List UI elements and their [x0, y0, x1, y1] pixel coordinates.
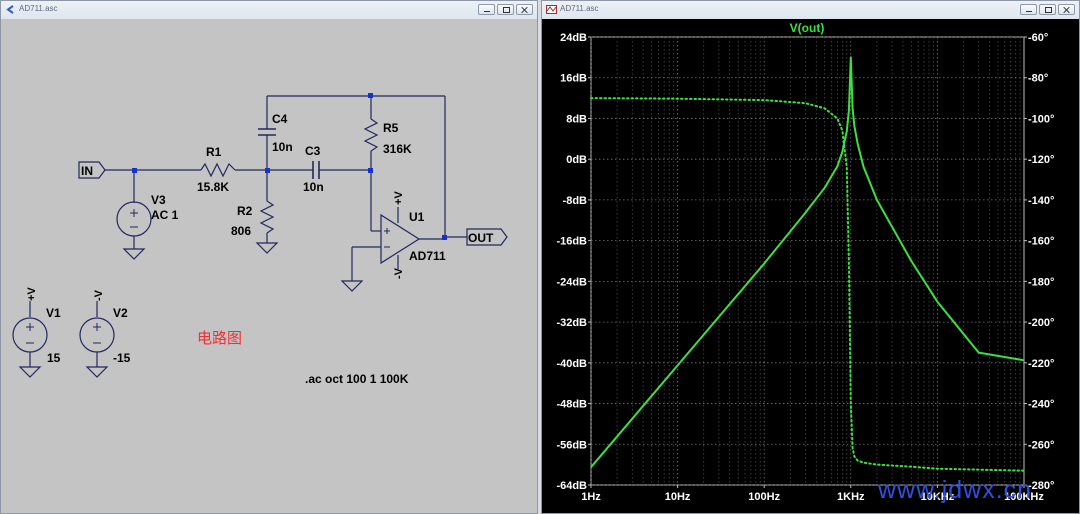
schematic-canvas[interactable]: IN OUT R1 15.8K R2 806 R5 316K C4 10n C3…: [1, 19, 538, 514]
c4-name: C4: [272, 112, 288, 126]
y-tick-label-left: 0dB: [566, 154, 587, 166]
minimize-button[interactable]: [478, 4, 495, 15]
circuit-caption: 电路图: [197, 329, 242, 347]
u1-model: AD711: [409, 249, 446, 263]
ground-icon: [18, 366, 42, 378]
magnitude-series-line: [590, 56, 1025, 468]
ground-icon: [340, 280, 364, 292]
v3-name: V3: [151, 193, 166, 207]
y-tick-label-right: -240°: [1028, 399, 1054, 411]
x-tick-label: 10Hz: [665, 491, 691, 503]
right-window-title: AD711.asc: [560, 4, 599, 13]
waveform-window: AD711.asc 24dB -60° 16dB -80° 8dB -100° 0dB -12…: [541, 0, 1080, 514]
out-port-flag: [466, 228, 508, 246]
voltage-source-v3: [116, 201, 152, 237]
r5-value: 316K: [383, 142, 412, 156]
v2-vminus-label: -V: [93, 289, 105, 301]
opamp-vplus-label: +V: [393, 191, 405, 205]
v2-value: -15: [113, 351, 131, 365]
waveform-icon: [546, 5, 557, 14]
y-tick-label-right: -80°: [1028, 73, 1048, 85]
v1-value: 15: [47, 351, 61, 365]
y-tick-label-left: -64dB: [556, 480, 587, 492]
y-tick-label-left: -48dB: [556, 399, 587, 411]
c3-name: C3: [305, 144, 321, 158]
y-tick-label-left: 8dB: [566, 113, 587, 125]
x-tick-label: 100KHz: [1004, 491, 1044, 503]
resistor-r1: [200, 162, 236, 178]
schematic-window: AD711.asc: [0, 0, 538, 514]
y-tick-label-right: -100°: [1028, 113, 1054, 125]
u1-name: U1: [409, 210, 425, 224]
y-tick-label-right: -260°: [1028, 439, 1054, 451]
v1-name: V1: [46, 306, 61, 320]
y-tick-label-left: 16dB: [560, 73, 587, 85]
plot-grid: [590, 36, 1024, 486]
maximize-button[interactable]: [1039, 4, 1056, 15]
opamp-vminus-label: -V: [393, 267, 405, 279]
y-tick-label-right: -200°: [1028, 317, 1054, 329]
watermark: www.jdwx.cn: [878, 476, 1033, 504]
y-tick-label-right: -180°: [1028, 276, 1054, 288]
phase-series-line: [590, 97, 1025, 472]
c3-value: 10n: [303, 180, 324, 194]
left-title-bar: AD711.asc: [1, 1, 537, 20]
plot-series: [590, 56, 1025, 472]
y-tick-label-right: -280°: [1028, 480, 1054, 492]
y-tick-label-left: -8dB: [563, 195, 588, 207]
y-tick-label-right: -120°: [1028, 154, 1054, 166]
r1-name: R1: [206, 145, 222, 159]
y-tick-label-right: -140°: [1028, 195, 1054, 207]
close-button[interactable]: [516, 4, 533, 15]
y-tick-label-left: -16dB: [556, 236, 587, 248]
y-tick-label-right: -160°: [1028, 236, 1054, 248]
v3-value: AC 1: [151, 208, 179, 222]
x-tick-label: 10KHz: [921, 491, 955, 503]
r1-value: 15.8K: [197, 180, 229, 194]
y-tick-label-left: -56dB: [556, 439, 587, 451]
x-tick-label: 1KHz: [837, 491, 865, 503]
minimize-button[interactable]: [1020, 4, 1037, 15]
opamp-u1: [380, 213, 421, 265]
resistor-r2: [259, 200, 275, 234]
in-label: IN: [81, 164, 93, 178]
ground-icon: [255, 242, 279, 254]
x-tick-label: 100Hz: [748, 491, 780, 503]
maximize-button[interactable]: [497, 4, 514, 15]
ground-icon: [122, 248, 146, 260]
x-tick-label: 1Hz: [581, 491, 601, 503]
right-title-bar: AD711.asc: [542, 1, 1079, 20]
schematic-icon: [6, 5, 14, 14]
ground-icon: [85, 366, 109, 378]
plot-ticks: 24dB -60° 16dB -80° 8dB -100° 0dB -120° -8dB -140…: [556, 32, 1054, 503]
close-button[interactable]: [1058, 4, 1075, 15]
chart-title: V(out): [790, 21, 825, 35]
in-port-flag: [78, 161, 106, 179]
left-window-title: AD711.asc: [19, 4, 58, 13]
y-tick-label-left: -32dB: [556, 317, 587, 329]
r2-value: 806: [231, 224, 251, 238]
ac-directive: .ac oct 100 1 100K: [305, 372, 409, 386]
v2-name: V2: [113, 306, 128, 320]
y-tick-label-left: -40dB: [556, 358, 587, 370]
y-tick-label-left: -24dB: [556, 276, 587, 288]
out-label: OUT: [468, 231, 494, 245]
c4-value: 10n: [272, 140, 293, 154]
y-tick-label-left: 24dB: [560, 32, 587, 44]
r5-name: R5: [383, 121, 399, 135]
resistor-r5: [363, 118, 379, 152]
r2-name: R2: [237, 204, 253, 218]
y-tick-label-right: -220°: [1028, 358, 1054, 370]
v1-vplus-label: +V: [26, 287, 38, 301]
y-tick-label-right: -60°: [1028, 32, 1048, 44]
bode-plot[interactable]: 24dB -60° 16dB -80° 8dB -100° 0dB -120° -8dB -140…: [542, 19, 1080, 514]
